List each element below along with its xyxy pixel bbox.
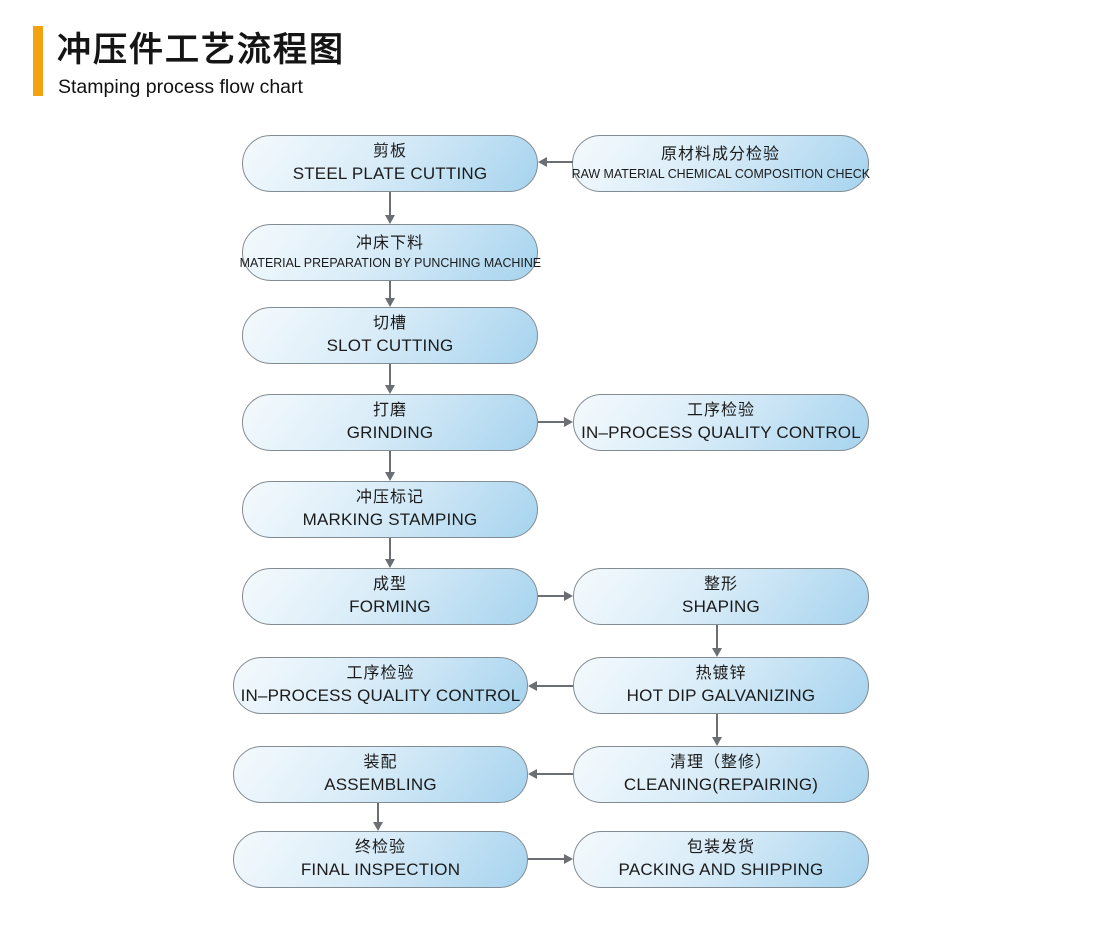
box-label-cn: 工序检验 bbox=[686, 402, 755, 420]
box-label-en: RAW MATERIAL CHEMICAL COMPOSITION CHECK bbox=[571, 165, 870, 181]
arrow-slot-cutting-to-grinding bbox=[389, 364, 391, 385]
arrow-punching-preparation-to-slot-cutting bbox=[389, 281, 391, 298]
flow-box-raw-material-check: 原材料成分检验 RAW MATERIAL CHEMICAL COMPOSITIO… bbox=[571, 135, 870, 192]
box-label-cn: 装配 bbox=[363, 754, 398, 772]
arrow-raw-material-check-to-steel-plate-cutting bbox=[547, 161, 573, 163]
arrow-marking-stamping-to-forming bbox=[389, 538, 391, 559]
flow-box-packing-shipping: 包装发货 PACKING AND SHIPPING bbox=[573, 831, 869, 888]
flow-box-assembling: 装配 ASSEMBLING bbox=[233, 746, 528, 803]
flow-box-steel-plate-cutting: 剪板 STEEL PLATE CUTTING bbox=[242, 135, 538, 192]
flow-box-in-process-qc-1: 工序检验 IN–PROCESS QUALITY CONTROL bbox=[573, 394, 869, 451]
box-label-cn: 终检验 bbox=[354, 839, 406, 857]
flow-box-shaping: 整形 SHAPING bbox=[573, 568, 869, 625]
flow-box-punching-preparation: 冲床下料 MATERIAL PREPARATION BY PUNCHING MA… bbox=[239, 224, 541, 281]
flow-box-hot-dip-galvanizing: 热镀锌 HOT DIP GALVANIZING bbox=[573, 657, 869, 714]
box-label-cn: 打磨 bbox=[372, 402, 407, 420]
box-label-en: STEEL PLATE CUTTING bbox=[292, 164, 488, 184]
box-label-en: ASSEMBLING bbox=[324, 775, 437, 795]
box-label-en: IN–PROCESS QUALITY CONTROL bbox=[240, 686, 521, 706]
flow-box-in-process-qc-2: 工序检验 IN–PROCESS QUALITY CONTROL bbox=[233, 657, 528, 714]
box-label-cn: 原材料成分检验 bbox=[660, 146, 780, 164]
arrow-final-inspection-to-packing-shipping bbox=[528, 858, 564, 860]
box-label-cn: 冲床下料 bbox=[355, 235, 424, 253]
box-label-cn: 剪板 bbox=[372, 143, 407, 161]
box-label-en: PACKING AND SHIPPING bbox=[618, 860, 824, 880]
box-label-en: MARKING STAMPING bbox=[302, 510, 478, 530]
arrow-shaping-to-hot-dip-galvanizing bbox=[716, 625, 718, 648]
title-accent-bar bbox=[33, 26, 43, 96]
flow-box-grinding: 打磨 GRINDING bbox=[242, 394, 538, 451]
box-label-cn: 工序检验 bbox=[346, 665, 415, 683]
box-label-en: SLOT CUTTING bbox=[326, 336, 454, 356]
box-label-cn: 冲压标记 bbox=[355, 489, 424, 507]
box-label-cn: 成型 bbox=[372, 576, 407, 594]
box-label-en: MATERIAL PREPARATION BY PUNCHING MACHINE bbox=[239, 254, 541, 270]
box-label-cn: 包装发货 bbox=[686, 839, 755, 857]
box-label-en: GRINDING bbox=[346, 423, 434, 443]
page-subtitle: Stamping process flow chart bbox=[58, 76, 303, 98]
arrow-hot-dip-galvanizing-to-in-process-qc-2 bbox=[537, 685, 573, 687]
arrow-forming-to-shaping bbox=[538, 595, 564, 597]
flow-box-forming: 成型 FORMING bbox=[242, 568, 538, 625]
box-label-en: CLEANING(REPAIRING) bbox=[623, 775, 819, 795]
flow-box-final-inspection: 终检验 FINAL INSPECTION bbox=[233, 831, 528, 888]
flow-box-marking-stamping: 冲压标记 MARKING STAMPING bbox=[242, 481, 538, 538]
box-label-en: FORMING bbox=[349, 597, 431, 617]
flow-box-slot-cutting: 切槽 SLOT CUTTING bbox=[242, 307, 538, 364]
arrow-grinding-to-marking-stamping bbox=[389, 451, 391, 472]
box-label-cn: 热镀锌 bbox=[695, 665, 747, 683]
arrow-hot-dip-galvanizing-to-cleaning-repairing bbox=[716, 714, 718, 737]
box-label-cn: 切槽 bbox=[372, 315, 407, 333]
arrow-cleaning-repairing-to-assembling bbox=[537, 773, 573, 775]
box-label-cn: 清理（整修） bbox=[669, 754, 772, 772]
box-label-en: SHAPING bbox=[682, 597, 760, 617]
page-title: 冲压件工艺流程图 bbox=[57, 31, 345, 69]
box-label-cn: 整形 bbox=[703, 576, 738, 594]
arrow-grinding-to-in-process-qc-1 bbox=[538, 421, 564, 423]
flow-box-cleaning-repairing: 清理（整修） CLEANING(REPAIRING) bbox=[573, 746, 869, 803]
arrow-steel-plate-cutting-to-punching-preparation bbox=[389, 192, 391, 215]
box-label-en: FINAL INSPECTION bbox=[300, 860, 461, 880]
box-label-en: IN–PROCESS QUALITY CONTROL bbox=[581, 423, 861, 443]
box-label-en: HOT DIP GALVANIZING bbox=[626, 686, 816, 706]
arrow-assembling-to-final-inspection bbox=[377, 803, 379, 822]
